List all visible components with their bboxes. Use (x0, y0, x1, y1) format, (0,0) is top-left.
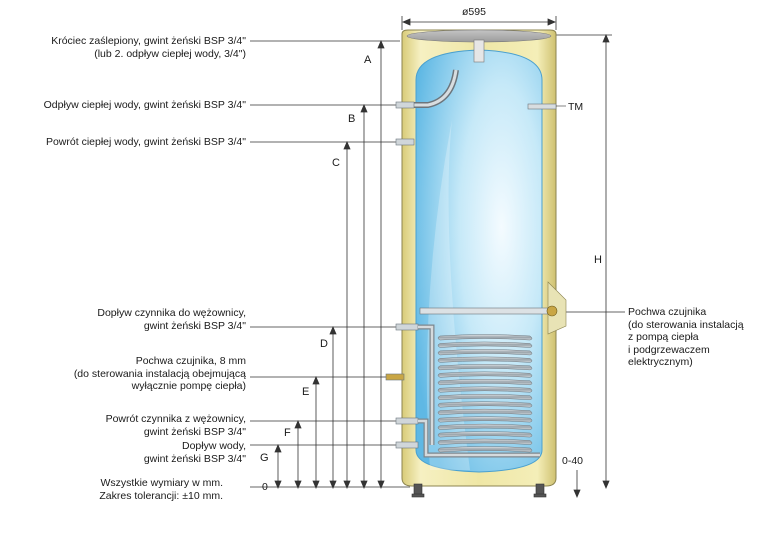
label-doplyw-wody-line1: Dopływ wody, (182, 440, 246, 452)
tank-feet (411, 483, 547, 498)
hot-water-pipe (400, 69, 459, 108)
label-feet-range: 0-40 (562, 455, 584, 467)
dim-letter-f: F (284, 427, 291, 439)
coil-turn (437, 364, 533, 371)
leader-lines (250, 34, 625, 488)
coil-turn (437, 334, 533, 341)
coil-turn (437, 431, 533, 438)
label-pochwa-8mm-line2: (do sterowania instalacją obejmującą (73, 367, 246, 380)
coil-turn (437, 371, 533, 378)
label-doplyw-czynnika-line2: gwint żeński BSP 3/4" (143, 319, 246, 332)
coil-turn (437, 341, 533, 348)
coil-turn (437, 423, 533, 430)
coil-turn (437, 438, 533, 445)
tm-pocket (527, 103, 566, 110)
label-pochwa-right: Pochwa czujnika (do sterowania instalacj… (628, 306, 744, 369)
label-pochwa-8mm-line1: Pochwa czujnika, 8 mm (135, 355, 246, 367)
label-wymiary-line1: Wszystkie wymiary w mm. (100, 477, 224, 489)
label-doplyw-wody-line2: gwint żeński BSP 3/4" (143, 452, 246, 465)
label-pochwa-right-line2: (do sterowania instalacją (628, 318, 744, 331)
label-pochwa-right-line1: Pochwa czujnika (628, 306, 707, 318)
dim-letter-c: C (332, 157, 340, 169)
label-powrot-czynnika-line2: gwint żeński BSP 3/4" (143, 425, 246, 438)
coil-turn (437, 408, 533, 415)
label-pochwa-8mm-line3: wyłącznie pompę ciepła) (131, 380, 246, 392)
dim-letter-a: A (364, 54, 372, 66)
label-doplyw-czynnika: Dopływ czynnika do wężownicy, gwint żeńs… (97, 307, 246, 332)
dim-letter-h: H (594, 254, 602, 266)
label-pochwa-right-line5: elektrycznym) (628, 356, 693, 368)
coil-turn (437, 446, 533, 453)
coil-turn (437, 416, 533, 423)
top-pipe (473, 39, 485, 63)
label-odplyw: Odpływ ciepłej wody, gwint żeński BSP 3/… (43, 99, 246, 111)
connection-stubs (385, 101, 419, 449)
dim-letter-g: G (260, 452, 269, 464)
label-pochwa-8mm: Pochwa czujnika, 8 mm (do sterowania ins… (74, 355, 246, 393)
coil-pipes (418, 324, 540, 458)
inner-tank (415, 49, 543, 473)
label-doplyw-czynnika-line1: Dopływ czynnika do wężownicy, (97, 307, 246, 319)
label-wymiary: Wszystkie wymiary w mm. Zakres tolerancj… (99, 477, 223, 502)
label-pochwa-right-line4: i podgrzewaczem (628, 343, 710, 356)
sensor-pocket-horizontal (419, 281, 567, 335)
label-powrot-cw: Powrót ciepłej wody, gwint żeński BSP 3/… (45, 136, 246, 148)
label-krociec-line2: (lub 2. odpływ ciepłej wody, 3/4") (94, 47, 246, 60)
coil-turn (437, 386, 533, 393)
heat-exchanger-coil (437, 334, 533, 453)
label-pochwa-right-line3: z pompą ciepła (628, 331, 699, 343)
dimension-arrows (274, 16, 610, 499)
coil-turn (437, 393, 533, 400)
label-powrot-czynnika-line1: Powrót czynnika z wężownicy, (105, 413, 246, 425)
label-tm: TM (568, 101, 584, 113)
label-krociec-line1: Króciec zaślepiony, gwint żeński BSP 3/4… (51, 35, 246, 47)
label-doplyw-wody: Dopływ wody, gwint żeński BSP 3/4" (144, 440, 246, 465)
coil-turn (437, 356, 533, 363)
coil-turn (437, 349, 533, 356)
label-powrot-czynnika: Powrót czynnika z wężownicy, gwint żeńsk… (106, 413, 246, 438)
coil-turn (437, 379, 533, 386)
coil-turn (437, 401, 533, 408)
dim-letter-e: E (302, 386, 310, 398)
diameter-label: ø595 (462, 6, 486, 18)
label-krociec: Króciec zaślepiony, gwint żeński BSP 3/4… (51, 35, 246, 60)
label-zero: 0 (262, 481, 268, 493)
dim-letter-d: D (320, 338, 328, 350)
label-wymiary-line2: Zakres tolerancji: ±10 mm. (99, 489, 223, 502)
dim-letter-b: B (348, 113, 356, 125)
